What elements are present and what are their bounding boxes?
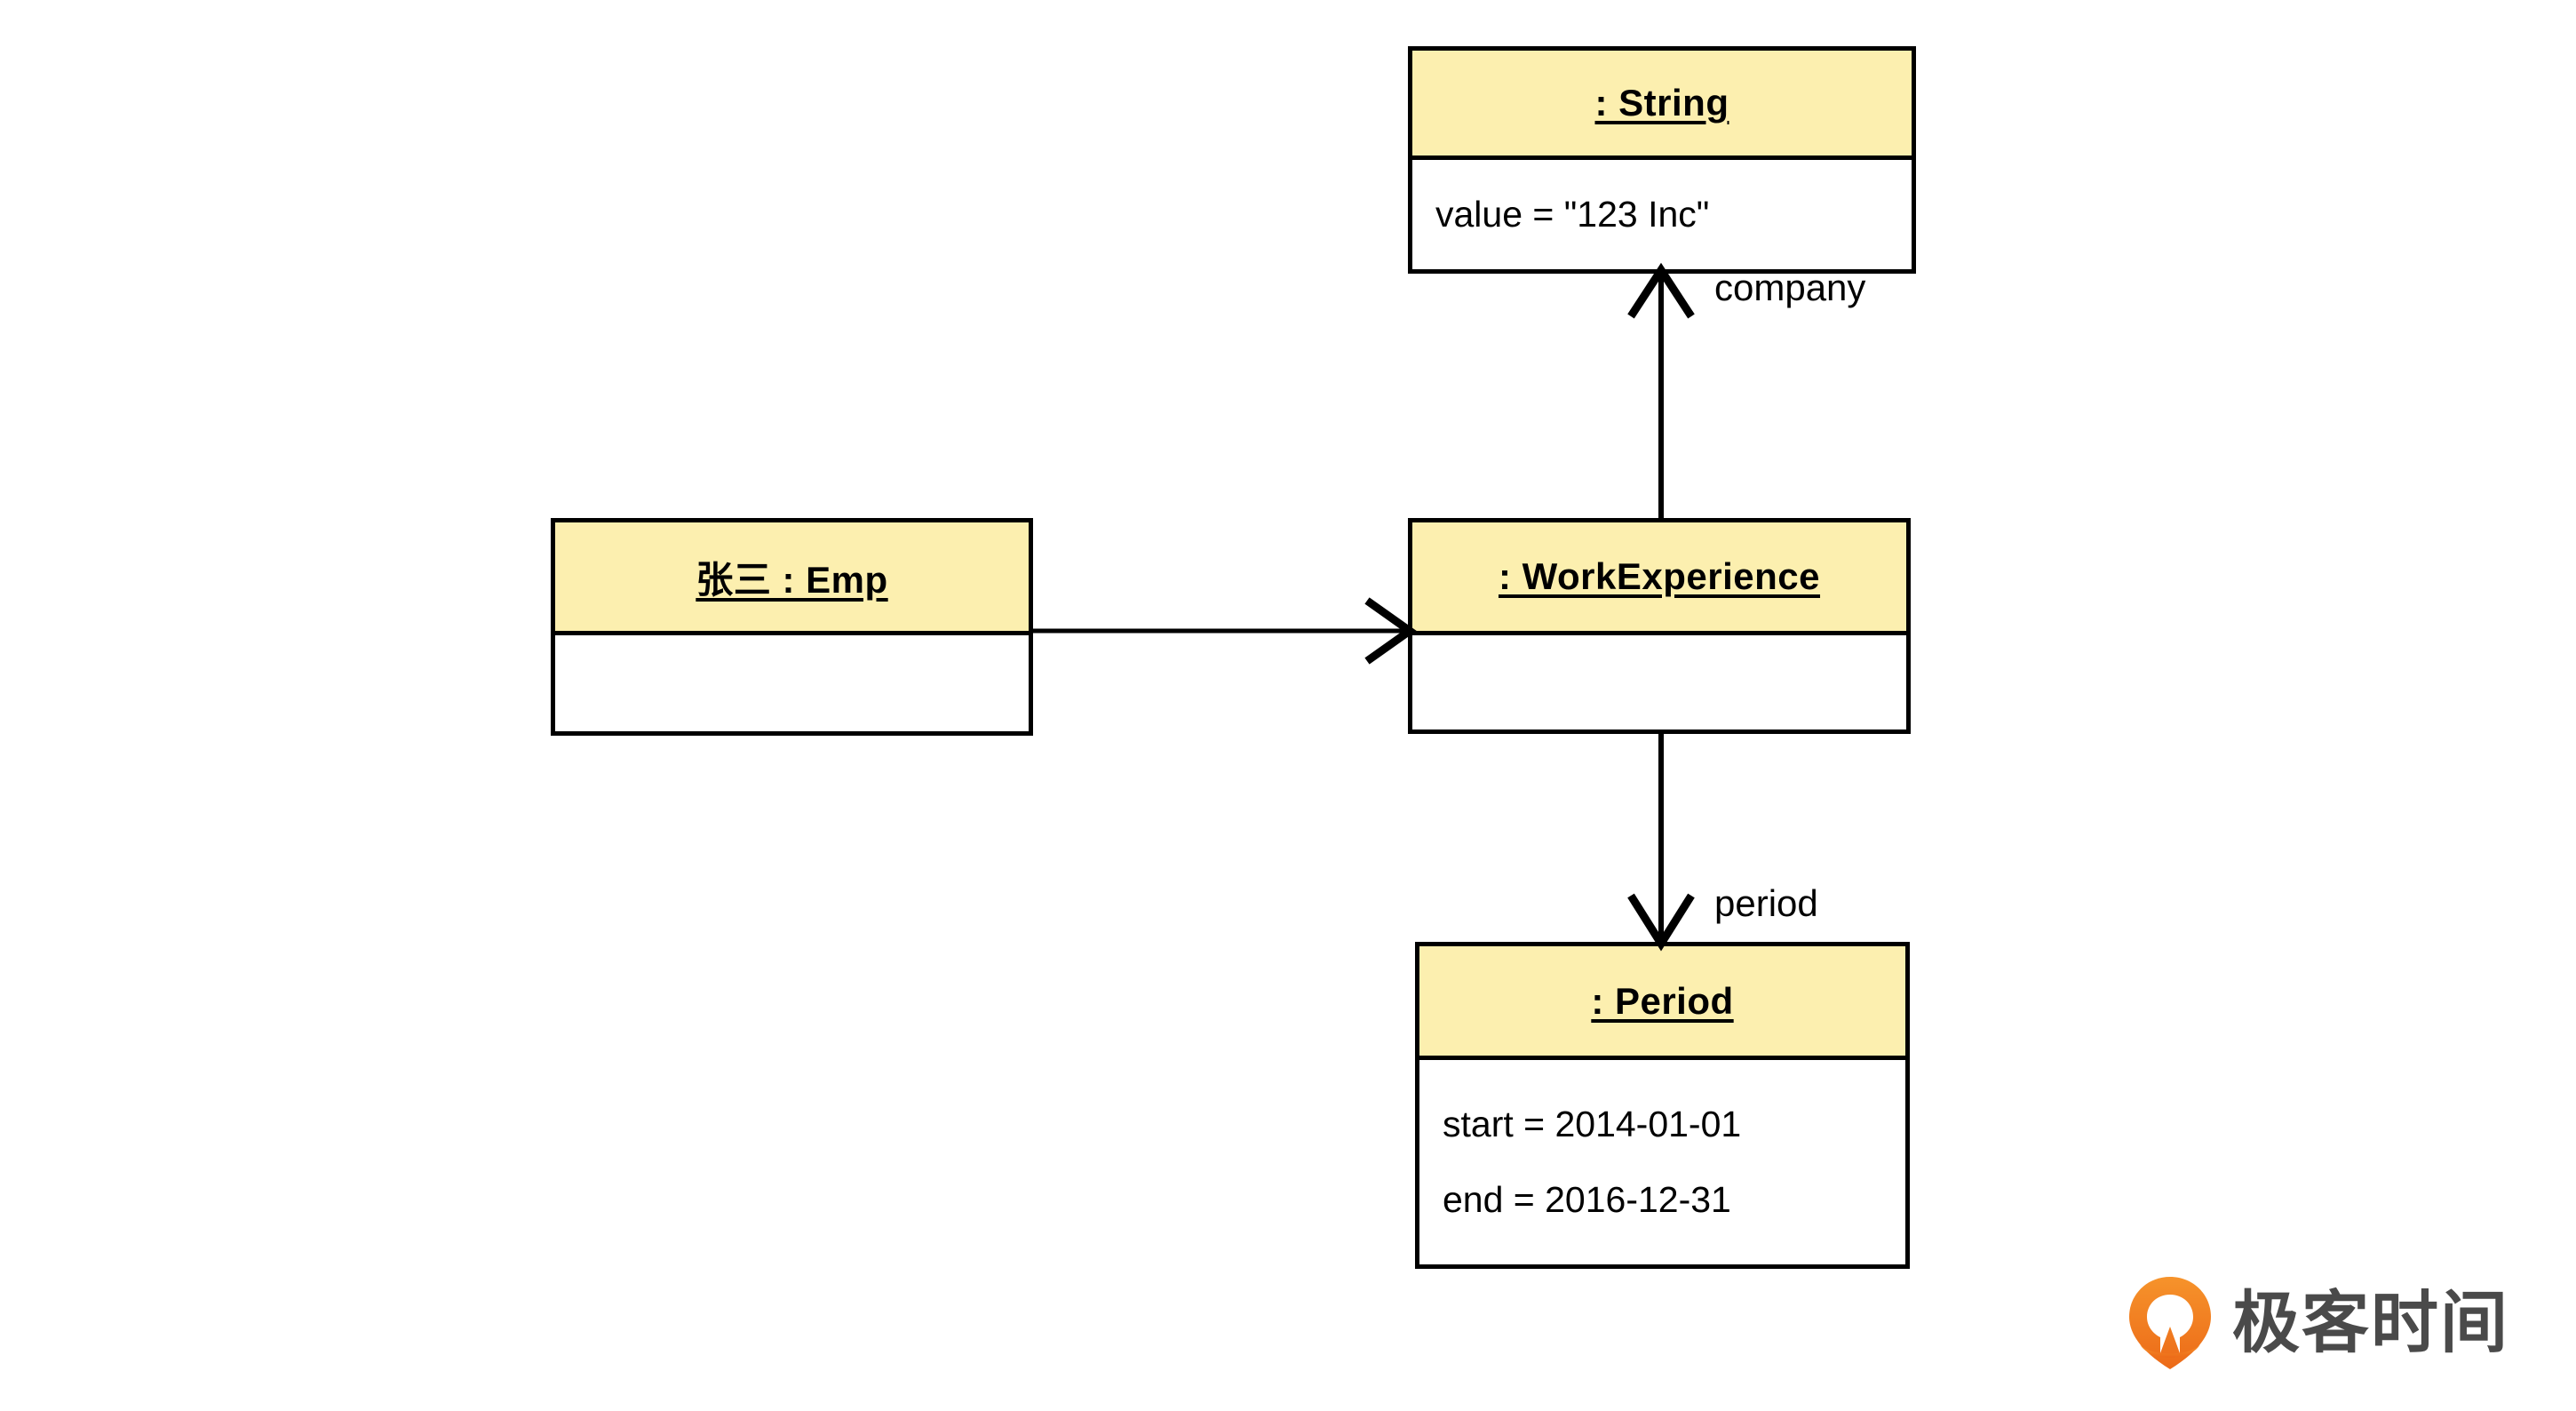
object-box-workexperience-header: : WorkExperience — [1412, 522, 1906, 635]
link-workexperience-to-string[interactable] — [1617, 262, 1714, 524]
link-emp-to-workexperience[interactable] — [1033, 586, 1417, 684]
attribute-start: start = 2014-01-01 — [1443, 1104, 1742, 1144]
object-box-workexperience[interactable]: : WorkExperience — [1408, 518, 1911, 734]
object-box-string[interactable]: : String value = "123 Inc" — [1408, 46, 1916, 274]
edge-label-company: company — [1714, 267, 1866, 308]
object-box-string-attributes: value = "123 Inc" — [1412, 160, 1912, 269]
object-box-workexperience-attributes — [1412, 635, 1906, 729]
object-title-workexperience: : WorkExperience — [1498, 555, 1821, 597]
object-box-period[interactable]: : Period start = 2014-01-01 end = 2016-1… — [1415, 942, 1910, 1269]
edge-label-period: period — [1714, 882, 1818, 924]
object-title-string: : String — [1594, 82, 1729, 124]
object-box-period-attributes: start = 2014-01-01 end = 2016-12-31 — [1419, 1060, 1905, 1264]
object-title-emp: 张三 : Emp — [696, 558, 888, 601]
attribute-end: end = 2016-12-31 — [1443, 1179, 1731, 1220]
object-box-string-header: : String — [1412, 51, 1912, 160]
geektime-logo-icon — [2129, 1277, 2211, 1369]
watermark-logo: 极客时间 — [2127, 1275, 2509, 1373]
attribute-value: value = "123 Inc" — [1435, 194, 1710, 235]
object-box-emp-attributes — [555, 635, 1029, 731]
object-box-emp[interactable]: 张三 : Emp — [551, 518, 1033, 736]
link-workexperience-to-period[interactable] — [1617, 732, 1714, 952]
object-title-period: : Period — [1591, 979, 1734, 1022]
object-box-period-header: : Period — [1419, 946, 1905, 1060]
watermark-text: 极客时间 — [2232, 1286, 2509, 1361]
object-box-emp-header: 张三 : Emp — [555, 522, 1029, 635]
